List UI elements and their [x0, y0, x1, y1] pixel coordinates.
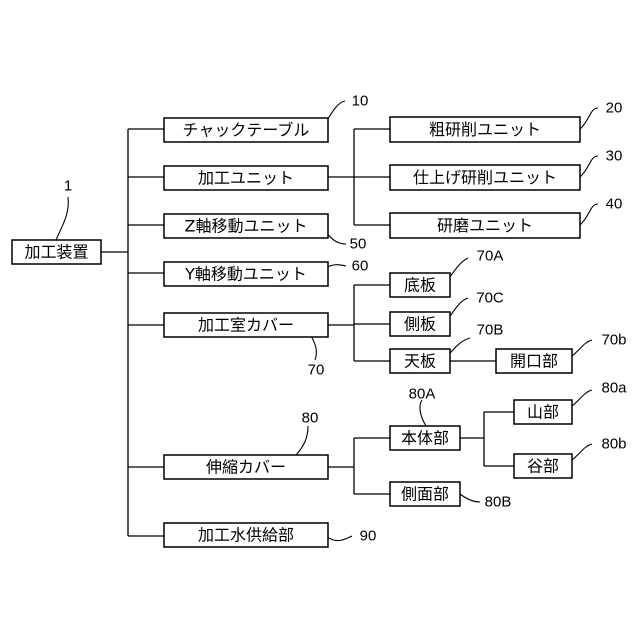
node-label: 加工水供給部 [198, 526, 294, 545]
node-label: 加工装置 [24, 243, 88, 262]
node-label: 仕上げ研削ユニット [413, 168, 557, 187]
node-water-supply: 加工水供給部 [164, 523, 328, 547]
ref-bellows-cover: 80 [302, 410, 319, 427]
node-label: 加工ユニット [198, 169, 294, 188]
node-label: 谷部 [527, 457, 559, 476]
node-label: 開口部 [510, 352, 558, 371]
node-chamber-cover: 加工室カバー [164, 313, 328, 337]
node-label: 伸縮カバー [206, 458, 286, 477]
node-label: 本体部 [401, 429, 449, 448]
node-label: 底板 [404, 276, 436, 295]
node-label: 天板 [404, 352, 436, 371]
ref-processing-apparatus: 1 [64, 178, 72, 195]
node-side-face: 側面部 [390, 482, 460, 506]
ref-main-body: 80A [409, 386, 436, 403]
node-z-axis-unit: Z軸移動ユニット [164, 214, 328, 238]
ref-valley: 80b [601, 436, 626, 453]
node-label: チャックテーブル [183, 121, 310, 140]
node-finish-grinding: 仕上げ研削ユニット [390, 165, 580, 190]
node-y-axis-unit: Y軸移動ユニット [164, 262, 328, 286]
ref-top-plate: 70B [477, 322, 504, 339]
node-side-plate: 側板 [390, 312, 450, 336]
node-bottom-plate: 底板 [390, 273, 450, 297]
ref-chamber-cover: 70 [308, 362, 325, 379]
ref-ridge: 80a [601, 380, 627, 397]
ref-polishing: 40 [606, 196, 623, 213]
node-label: 粗研削ユニット [429, 120, 541, 139]
node-label: 研磨ユニット [437, 216, 533, 235]
node-opening: 開口部 [496, 349, 572, 373]
ref-bottom-plate: 70A [477, 248, 504, 265]
node-label: Y軸移動ユニット [184, 265, 307, 284]
ref-rough-grinding: 20 [606, 100, 623, 117]
node-processing-apparatus: 加工装置 [12, 240, 101, 264]
node-rough-grinding: 粗研削ユニット [390, 117, 580, 142]
ref-z-axis-unit: 50 [350, 236, 367, 253]
ref-side-plate: 70C [476, 290, 504, 307]
ref-opening: 70b [601, 332, 626, 349]
node-label: 加工室カバー [198, 316, 294, 335]
node-processing-unit: 加工ユニット [164, 166, 328, 190]
node-valley: 谷部 [514, 454, 572, 478]
node-label: Z軸移動ユニット [185, 217, 308, 236]
node-bellows-cover: 伸縮カバー [164, 455, 328, 479]
node-chuck-table: チャックテーブル [164, 118, 328, 142]
ref-water-supply: 90 [360, 528, 377, 545]
node-main-body: 本体部 [390, 426, 460, 450]
ref-finish-grinding: 30 [606, 148, 623, 165]
ref-chuck-table: 10 [352, 93, 369, 110]
node-top-plate: 天板 [390, 349, 450, 373]
ref-y-axis-unit: 60 [352, 258, 369, 275]
node-ridge: 山部 [514, 400, 572, 424]
node-label: 側面部 [401, 485, 449, 504]
node-label: 山部 [527, 403, 559, 422]
node-polishing: 研磨ユニット [390, 213, 580, 238]
node-label: 側板 [404, 315, 436, 334]
ref-side-face: 80B [485, 494, 512, 511]
